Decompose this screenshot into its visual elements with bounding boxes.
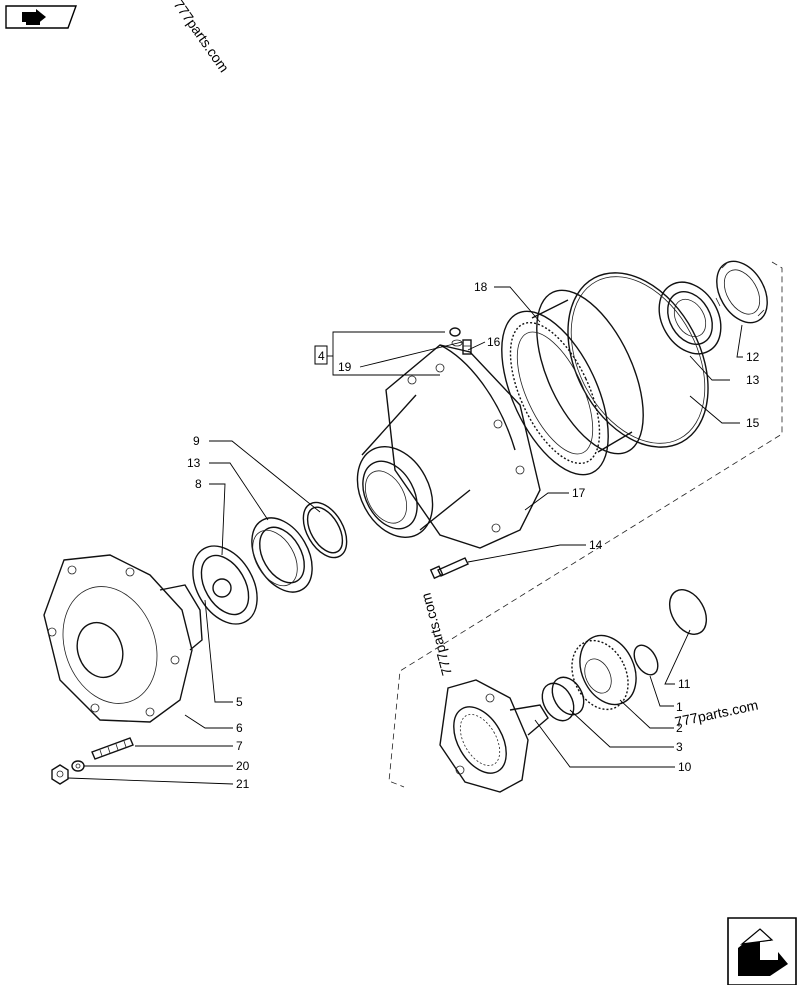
bolt-part-14 [429,557,469,580]
bearing-part-13-bottom [251,517,313,593]
callout-5: 5 [236,695,243,709]
ring-part-1 [633,644,659,676]
bearing-part-13-top [658,281,722,355]
callout-12: 12 [746,350,760,364]
callout-10: 10 [678,760,692,774]
group-label: 4 [318,349,325,363]
watermark-2: 777parts.com [417,591,454,677]
callout-2: 2 [676,721,683,735]
lock-nut-part-12 [715,260,768,324]
leader-lines [67,286,743,785]
next-page-icon[interactable] [727,917,797,985]
callout-11: 11 [678,677,691,691]
ring-gear-part-18 [501,289,644,476]
snap-ring-part-11 [668,589,708,635]
watermark-3: 777parts.com [673,697,759,730]
washer-part-20 [71,760,85,772]
nut-part-21 [51,764,69,785]
callout-6: 6 [236,721,243,735]
callout-labels: 18 16 19 12 13 15 9 13 8 17 14 5 6 7 20 … [187,280,760,791]
callout-18: 18 [474,280,488,294]
seal-part-8 [192,545,258,625]
wheel-stud-part-7 [91,737,134,760]
seal-ring-part-9 [302,501,348,559]
o-ring-part-15 [567,272,709,448]
callout-19: 19 [338,360,352,374]
fitting-part-16 [462,339,472,355]
callout-20: 20 [236,759,250,773]
callout-8: 8 [195,477,202,491]
callout-17: 17 [572,486,586,500]
callout-14: 14 [589,538,603,552]
watermark-1: 777parts.com [171,0,233,75]
assembly-boundary [388,261,783,788]
hub-housing-part-17 [356,344,541,549]
plug-part-19 [449,327,463,347]
callout-16: 16 [487,335,501,349]
callout-15: 15 [746,416,760,430]
callout-7: 7 [236,739,243,753]
group-bracket: 4 [314,331,445,376]
callout-13-bottom: 13 [187,456,201,470]
planet-carrier-part-10 [439,679,549,793]
callout-9: 9 [193,434,200,448]
previous-page-icon[interactable] [5,5,77,29]
bushing-part-3 [541,676,585,722]
callout-3: 3 [676,740,683,754]
callout-21: 21 [236,777,250,791]
callout-13-top: 13 [746,373,760,387]
wheel-hub-part-6 [43,554,203,723]
callout-1: 1 [676,700,683,714]
